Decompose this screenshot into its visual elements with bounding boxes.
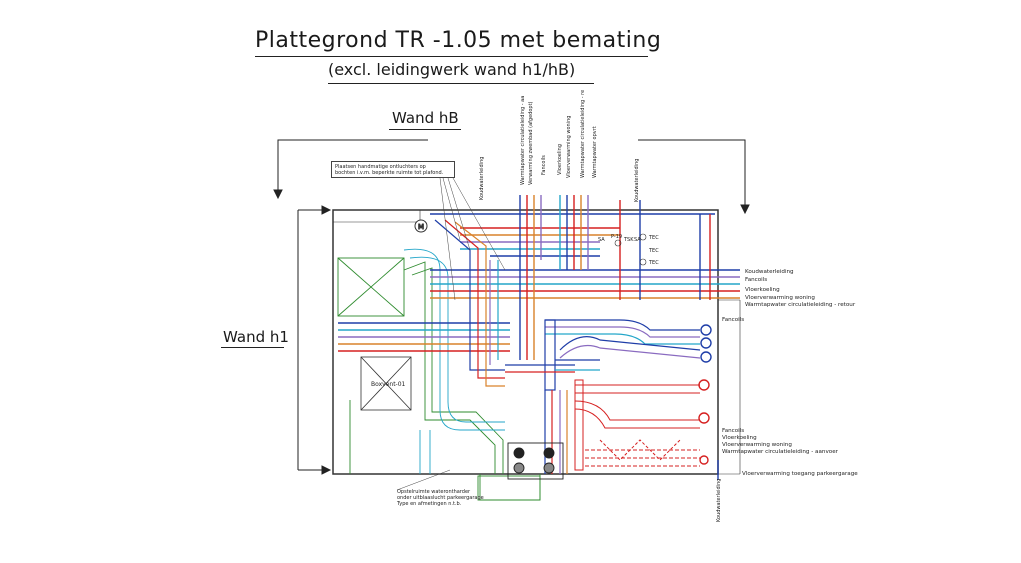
section-arrow-left [273,189,283,200]
room-outline [332,209,741,475]
motor-symbol-label: M [418,223,424,231]
right-label-garage: Vloerverwarming toegang parkeergarage [742,471,858,477]
wall-h1-underline [221,347,284,348]
note-water-softener: Opstelruimte waterontharder onder uitbla… [397,489,527,507]
title-underline [255,56,648,57]
right-label-bottom: Vloerkoeling [722,435,757,441]
wall-hb-label: Wand hB [392,109,459,127]
vertical-label: Koudwaterleiding [479,157,485,200]
fancoil-outlets-blue [700,324,712,363]
note-line: Type en afmetingen n.t.b. [397,501,462,507]
boxvent-housing [360,356,412,411]
pump-4 [543,462,555,474]
right-label-top: Vloerverwarming woning [745,295,815,301]
room-walls [332,209,719,475]
right-label-top: Vloerkoeling [745,287,780,293]
note-line: onder uitblaaslucht parkeergarage [397,495,484,501]
page-title: Plattegrond TR -1.05 met bemating [255,28,662,53]
central-stacks [505,364,575,474]
pipe-bundle-left [338,322,510,352]
pump-1 [513,447,525,459]
pump-frame [507,442,564,480]
right-label-bottom: Warmtapwater circulatieleiding - aanvoer [722,449,838,455]
vertical-label: Warmtapwater opvrt [592,126,598,178]
vertical-label: Warmtapwater circulatieleiding - re [580,90,586,178]
right-label-top: Warmtapwater circulatieleiding - retour [745,302,856,308]
heating-manifold-red [574,379,710,471]
fancoil-manifold-blue [544,319,701,391]
motor-symbol: M [414,219,428,233]
wall-hb-underline [389,129,461,130]
valve-markers [614,233,647,266]
right-label-top: Fancoils [745,277,768,283]
vertical-label: Vloerverwarming woning [566,116,572,178]
ventilation-duct [337,257,541,501]
note-leaders [396,177,506,491]
page-subtitle: (excl. leidingwerk wand h1/hB) [328,60,576,79]
right-label-bottom: Vloerverwarming woning [722,442,792,448]
vertical-label: Fancoils [541,155,547,175]
pump-units [507,442,564,480]
vertical-pipe-labels: Koudwaterleiding Warmtapwater circulatie… [479,90,722,522]
valve-label: TEC [648,248,659,254]
right-label-mid: Fancoils [722,317,745,323]
vertical-label: Koudwaterleiding [634,159,640,202]
ventilation-unit-housing [337,257,405,317]
section-line-left [277,139,428,190]
section-arrow-bottom [321,465,332,475]
valve-label: P-19 [611,234,622,240]
section-arrow-top [321,205,332,215]
pipe-risers [519,195,719,480]
valve-label: TSK [623,237,634,243]
valve-label: SA [598,237,605,243]
note-line: bochten i.v.m. beperkte ruimte tot plafo… [335,170,444,176]
pump-3 [543,447,555,459]
cooling-duct [403,248,505,474]
vertical-label: Vloerkoeling [557,144,563,175]
note-manual-vents: Plaatsen handmatige ontluchters op bocht… [331,161,455,178]
right-label-bottom: Fancoils [722,428,745,434]
valve-label: TEC [648,260,659,266]
subtitle-underline [328,83,594,84]
valve-label: TEC [648,235,659,241]
pump-2 [513,462,525,474]
pipe-diagonals [434,219,505,387]
section-arrow-right [740,204,750,215]
section-line-right [638,139,746,205]
right-label-top: Koudwaterleiding [745,269,794,275]
note-line: Plaatsen handmatige ontluchters op [335,164,426,170]
valve-labels: TEC TEC TEC SA P-19 TSK SA [598,234,659,266]
note-line: Opstelruimte waterontharder [397,489,471,495]
valve-label: SA [634,237,641,243]
vertical-label: Warmtapwater circulatieleiding - aa [520,96,526,185]
pipe-bundle-top [430,213,740,299]
vertical-label: Koudwaterleiding [716,479,722,522]
section-markers [273,139,750,475]
vertical-label: Verwarming zwembad (afgedopt) [528,101,534,185]
boxvent-label: Boxvent-01 [371,381,406,388]
wall-h1-label: Wand h1 [223,328,289,346]
boxvent-unit [360,356,412,411]
